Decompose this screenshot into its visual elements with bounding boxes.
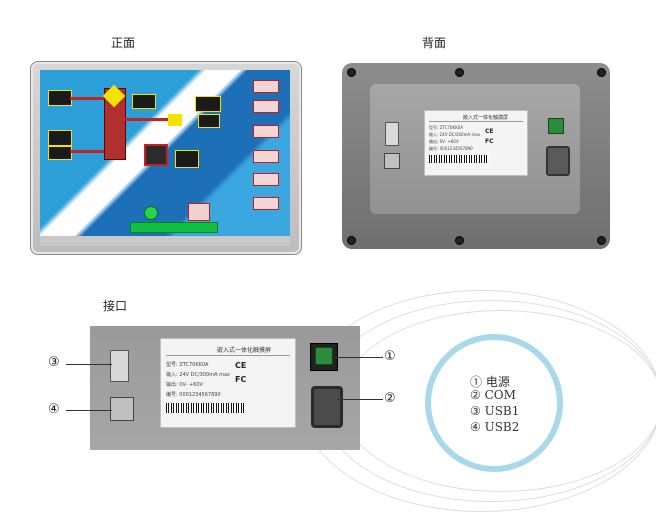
screen-value-block-1 (48, 90, 72, 106)
legend-label: USB1 (484, 404, 520, 418)
screen-menu-button-1[interactable] (253, 80, 279, 93)
back-label-line-2: 输入: 24V DC/300mA max (429, 132, 481, 137)
callout-2: ② (384, 391, 396, 406)
screen-ok-indicator-icon (144, 206, 158, 220)
legend-number: ④ (470, 420, 481, 434)
back-barcode (429, 155, 489, 163)
callout-1: ① (384, 349, 396, 364)
front-panel-foot (40, 236, 290, 246)
ce-mark-icon: CE (485, 128, 494, 135)
screen-pipe (124, 118, 168, 121)
callout-4: ④ (48, 402, 60, 417)
detail-rating-label: 嵌入式一体化触摸屏 型号: ZTC70KK0A 输入: 24V DC/300mA… (160, 338, 296, 428)
legend-label: 电源 (485, 375, 510, 389)
screen-menu-button-5[interactable] (253, 173, 279, 186)
screen-value-block-6 (198, 114, 220, 128)
usb1-port[interactable] (110, 350, 129, 382)
callout-1-line (331, 357, 383, 358)
legend-number: ③ (470, 404, 481, 418)
callout-3: ③ (48, 355, 60, 370)
back-usb-b-port[interactable] (384, 153, 400, 169)
screen-status-bar (130, 222, 218, 233)
fc-mark-icon: FC (235, 375, 247, 384)
power-terminal[interactable] (315, 347, 333, 365)
fc-mark-icon: FC (485, 138, 494, 145)
detail-label-line-3: 输出: 0V- +60V (166, 382, 203, 388)
back-com-port[interactable] (546, 146, 570, 176)
back-view-title: 背面 (422, 36, 447, 50)
legend-label: COM (484, 388, 516, 402)
detail-label-line-1: 型号: ZTC70KK0A (166, 362, 209, 368)
legend-number: ① (470, 375, 483, 389)
detail-barcode (166, 403, 246, 413)
back-usb-a-port[interactable] (385, 122, 399, 146)
legend-item-usb1: ③ USB1 (470, 404, 519, 418)
legend-label: USB2 (484, 420, 520, 434)
screen-device-icon (144, 144, 168, 166)
usb2-port[interactable] (110, 397, 134, 421)
detail-label-line-4: 编号: 0001234567890 (166, 392, 221, 398)
screen-value-block-7 (175, 150, 199, 168)
detail-label-line-2: 输入: 24V DC/300mA max (166, 372, 230, 378)
screw-icon (597, 236, 606, 245)
back-power-terminal[interactable] (548, 118, 564, 134)
screen-value-block-4 (132, 94, 156, 109)
screen-value-block-2 (48, 130, 72, 146)
callout-2-line (337, 399, 383, 400)
back-label-line-3: 输出: 0V- +60V (429, 139, 459, 144)
screen-menu-button-2[interactable] (253, 100, 279, 113)
screen-play-icon (168, 114, 182, 126)
screen-value-block-5 (195, 96, 221, 112)
legend-item-usb2: ④ USB2 (470, 420, 519, 434)
legend-item-power: ① 电源 (470, 373, 510, 390)
screw-icon (455, 236, 464, 245)
screen-value-block-3 (48, 146, 72, 160)
legend-item-com: ② COM (470, 388, 516, 402)
legend-ring (425, 334, 563, 472)
front-view-title: 正面 (111, 36, 136, 50)
screw-icon (455, 68, 464, 77)
interface-title: 接口 (103, 299, 128, 313)
callout-4-line (66, 410, 112, 411)
back-label-line-1: 型号: ZTC70KK0A (429, 125, 463, 130)
screen-pipe (70, 97, 104, 100)
front-panel-screen (40, 70, 290, 236)
screw-icon (347, 68, 356, 77)
screen-menu-button-3[interactable] (253, 125, 279, 138)
screw-icon (597, 68, 606, 77)
screen-pipe (70, 150, 104, 153)
back-rating-label: 嵌入式一体化触摸屏 型号: ZTC70KK0A 输入: 24V DC/300mA… (424, 110, 528, 176)
screw-icon (347, 236, 356, 245)
screen-alarm-icon[interactable] (188, 203, 210, 221)
screen-menu-button-4[interactable] (253, 150, 279, 163)
com-port[interactable] (311, 386, 343, 428)
detail-label-title: 嵌入式一体化触摸屏 (217, 347, 272, 354)
screen-menu-button-6[interactable] (253, 197, 279, 210)
ce-mark-icon: CE (235, 361, 247, 370)
legend-number: ② (470, 388, 481, 402)
back-label-title: 嵌入式一体化触摸屏 (463, 115, 509, 121)
back-label-line-4: 编号: 0001234567890 (429, 146, 473, 151)
callout-3-line (66, 364, 112, 365)
